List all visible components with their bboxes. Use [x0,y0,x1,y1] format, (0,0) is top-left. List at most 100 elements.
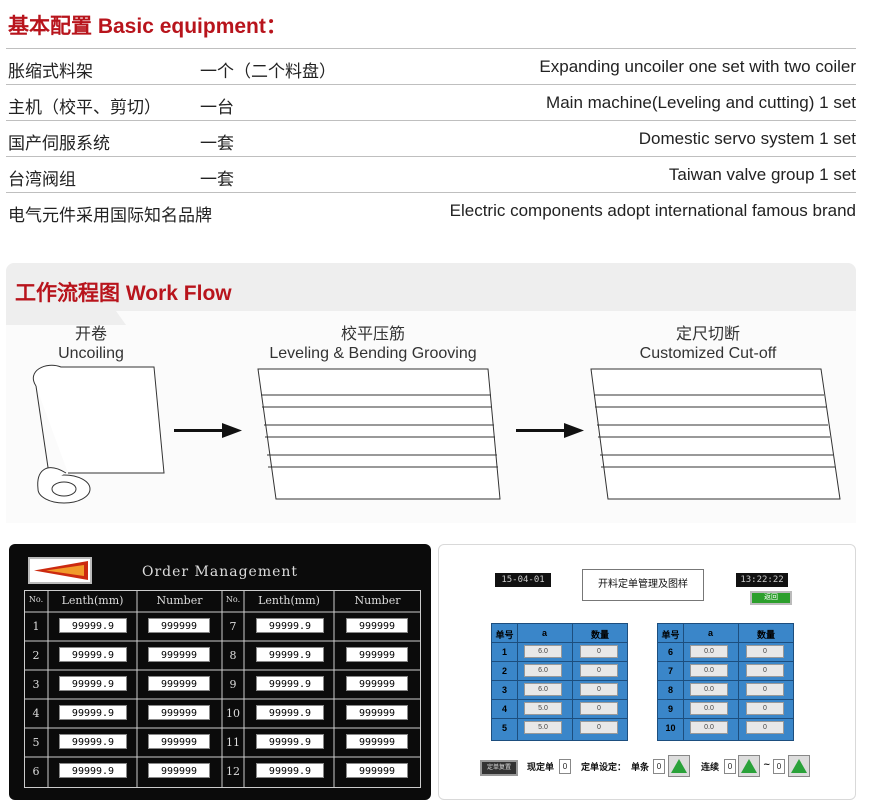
a-field[interactable]: 6.0 [524,664,562,677]
a-field[interactable]: 0.0 [690,702,728,715]
length-field[interactable]: 99999.9 [256,763,324,778]
order-no: 8 [667,685,673,695]
row-number: 3 [32,678,40,691]
length-field[interactable]: 99999.9 [256,734,324,749]
single-field[interactable]: 0 [653,759,665,774]
row-number: 1 [32,620,40,633]
qty-field[interactable]: 0 [746,664,784,677]
a-field[interactable]: 0.0 [690,645,728,658]
step-leveling: 校平压筋 Leveling & Bending Grooving [258,325,488,363]
a-field[interactable]: 0.0 [690,683,728,696]
order-table-left: 单号 a 数量 1 6.0 0 2 6.0 0 3 6.0 0 4 5.0 0 … [491,623,628,741]
single-label: 单条 [631,763,650,773]
equipment-en: Electric components adopt international … [449,201,856,220]
current-order-field[interactable]: 0 [559,759,571,774]
header-no: No. [28,595,44,604]
row-number: 9 [229,678,237,691]
length-field[interactable]: 99999.9 [59,676,127,691]
length-field[interactable]: 99999.9 [59,705,127,720]
qty-field[interactable]: 0 [580,645,618,658]
qty-field[interactable]: 0 [746,683,784,696]
cutting-order-screen: 15-04-01 开料定单管理及图样 13:22:22 返回 单号 a 数量 1… [438,544,856,800]
order-grid-lines [24,590,421,788]
qty-field[interactable]: 0 [746,645,784,658]
equipment-row: 电气元件采用国际知名品牌 Electric components adopt i… [6,192,856,228]
number-field[interactable]: 999999 [148,705,210,720]
continuous-to-up-arrow-icon[interactable] [788,755,810,777]
row-number: 4 [32,707,40,720]
length-field[interactable]: 99999.9 [256,676,324,691]
length-field[interactable]: 99999.9 [256,647,324,662]
a-field[interactable]: 6.0 [524,645,562,658]
equipment-row: 主机（校平、剪切） 一台 Main machine(Leveling and c… [6,84,856,120]
number-field[interactable]: 999999 [148,676,210,691]
step-en: Uncoiling [58,345,124,362]
number-field[interactable]: 999999 [148,734,210,749]
number-field[interactable]: 999999 [346,705,408,720]
current-order-label: 现定单 [527,763,555,773]
header-number: Number [354,594,401,607]
qty-field[interactable]: 0 [746,721,784,734]
single-up-arrow-icon[interactable] [668,755,690,777]
qty-field[interactable]: 0 [580,683,618,696]
step-uncoiling: 开卷 Uncoiling [36,325,146,363]
a-field[interactable]: 0.0 [690,721,728,734]
a-field[interactable]: 6.0 [524,683,562,696]
qty-field[interactable]: 0 [580,664,618,677]
back-button[interactable]: 返回 [750,591,792,605]
order-table-right: 单号 a 数量 6 0.0 0 7 0.0 0 8 0.0 0 9 0.0 0 … [657,623,794,741]
order-management-screen: Order Management No. Lenth(mm) Number No… [9,544,431,800]
qty-field[interactable]: 0 [580,721,618,734]
equipment-row: 胀缩式料架 一个（二个料盘） Expanding uncoiler one se… [6,48,856,84]
a-field[interactable]: 0.0 [690,664,728,677]
length-field[interactable]: 99999.9 [59,763,127,778]
number-field[interactable]: 999999 [346,763,408,778]
length-field[interactable]: 99999.9 [256,705,324,720]
header-order-no: 单号 [661,630,680,640]
header-length: Lenth(mm) [61,594,124,607]
continuous-to-field[interactable]: 0 [773,759,785,774]
order-no: 4 [501,704,507,714]
equipment-en: Domestic servo system 1 set [638,129,856,148]
a-field[interactable]: 5.0 [524,721,562,734]
step-cn: 开卷 [74,326,107,343]
order-grid: No. Lenth(mm) Number No. Lenth(mm) Numbe… [24,590,421,788]
arrow-one-icon [174,423,242,438]
coil-illustration [33,364,165,504]
order-no: 10 [665,723,676,733]
continuous-label: 连续 [701,763,720,773]
continuous-up-arrow-icon[interactable] [738,755,760,777]
number-field[interactable]: 999999 [148,618,210,633]
back-button[interactable] [28,557,92,584]
header-no: No. [225,595,241,604]
equipment-cn: 国产伺服系统 [8,134,110,153]
length-field[interactable]: 99999.9 [59,734,127,749]
number-field[interactable]: 999999 [148,763,210,778]
leveled-sheet-illustration [257,368,501,500]
order-no: 5 [501,723,507,733]
equipment-qty: 一台 [200,98,234,117]
header-qty: 数量 [756,630,775,640]
qty-field[interactable]: 0 [746,702,784,715]
number-field[interactable]: 999999 [346,618,408,633]
number-field[interactable]: 999999 [148,647,210,662]
screen-title: 开料定单管理及图样 [582,569,704,601]
header-number: Number [156,594,203,607]
length-field[interactable]: 99999.9 [256,618,324,633]
continuous-from-field[interactable]: 0 [724,759,736,774]
number-field[interactable]: 999999 [346,647,408,662]
order-management-title: Order Management [141,564,299,580]
a-field[interactable]: 5.0 [524,702,562,715]
row-number: 12 [226,765,240,778]
header-order-no: 单号 [495,630,514,640]
number-field[interactable]: 999999 [346,734,408,749]
qty-field[interactable]: 0 [580,702,618,715]
length-field[interactable]: 99999.9 [59,618,127,633]
header-qty: 数量 [590,630,609,640]
order-no: 3 [501,685,507,695]
equipment-row: 台湾阀组 一套 Taiwan valve group 1 set [6,156,856,192]
row-number: 7 [229,620,237,633]
number-field[interactable]: 999999 [346,676,408,691]
order-reset-button[interactable]: 定单复置 [480,760,518,776]
length-field[interactable]: 99999.9 [59,647,127,662]
